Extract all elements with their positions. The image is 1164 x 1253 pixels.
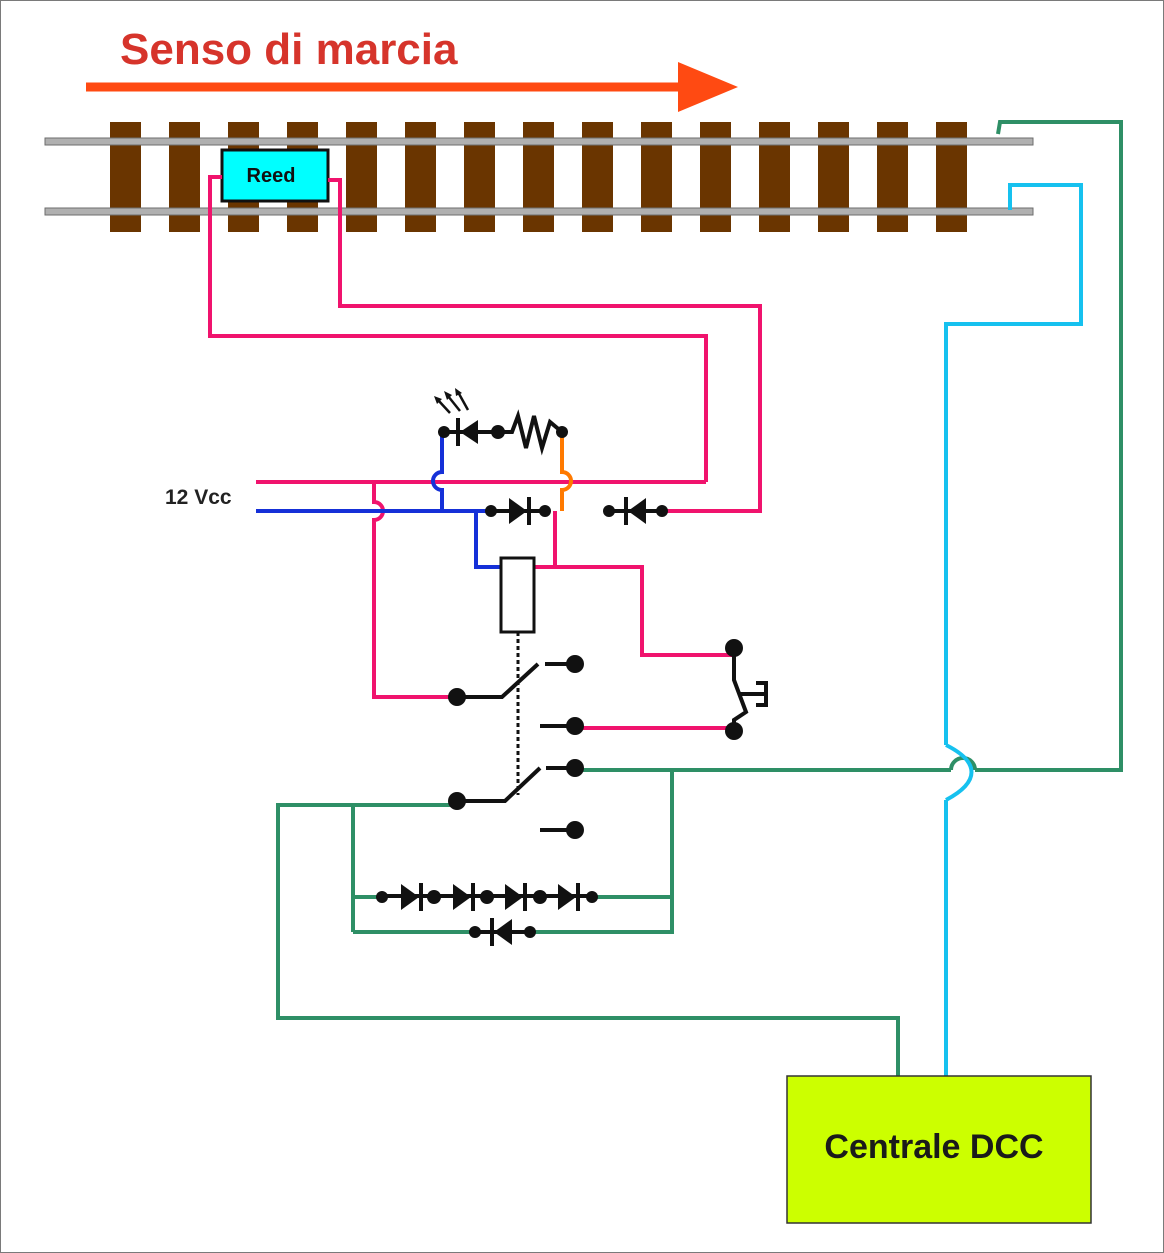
green-wires <box>276 120 1123 1076</box>
junction-dot <box>480 890 494 904</box>
rail-top <box>44 137 1034 146</box>
junction-dot <box>427 890 441 904</box>
junction-dot <box>566 759 584 777</box>
junction-dot <box>491 425 505 439</box>
pink-wires <box>208 175 762 730</box>
junction-dot <box>603 505 615 517</box>
direction-arrow <box>86 62 738 112</box>
junction-dot <box>725 722 743 740</box>
supply-label: 12 Vcc <box>165 486 232 509</box>
relay-switch-2 <box>458 766 576 832</box>
dcc-label: Centrale DCC <box>824 1128 1043 1166</box>
direction-title: Senso di marcia <box>120 25 458 74</box>
junction-dot <box>485 505 497 517</box>
rail-bottom <box>44 207 1034 216</box>
reed-label: Reed <box>247 165 296 187</box>
reed-sensor: Reed <box>220 148 330 203</box>
junction-dot <box>725 639 743 657</box>
resistor <box>498 409 564 456</box>
diode-main <box>490 497 545 525</box>
junction-dot <box>539 505 551 517</box>
junction-dot <box>586 891 598 903</box>
cyan-wire <box>944 183 1083 1076</box>
junction-dot <box>438 426 450 438</box>
led-indicator <box>434 388 498 446</box>
junction-dots <box>376 425 743 938</box>
junction-dot <box>556 426 568 438</box>
junction-dot <box>533 890 547 904</box>
junction-dot <box>566 821 584 839</box>
junction-dot <box>566 717 584 735</box>
junction-dot <box>566 655 584 673</box>
junction-dot <box>376 891 388 903</box>
diode-reed-return <box>610 497 662 525</box>
push-button <box>732 648 768 730</box>
relay-coil <box>499 556 536 634</box>
orange-wire <box>560 432 573 511</box>
blue-wires <box>256 432 500 569</box>
junction-dot <box>448 792 466 810</box>
junction-dot <box>448 688 466 706</box>
junction-dot <box>469 926 481 938</box>
junction-dot <box>656 505 668 517</box>
track <box>44 122 1034 232</box>
diode-reverse <box>476 918 530 946</box>
dcc-central: Centrale DCC <box>786 1075 1092 1224</box>
junction-dot <box>524 926 536 938</box>
